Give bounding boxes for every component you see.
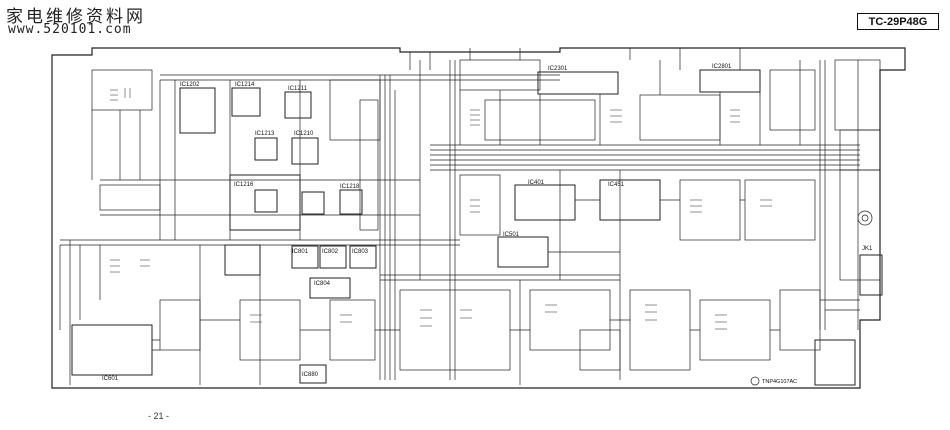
label-ic501: IC501 <box>503 232 520 238</box>
label-ic401: IC401 <box>528 180 545 186</box>
model-number-box: TC-29P48G <box>857 13 939 30</box>
label-ic880: IC880 <box>302 372 319 378</box>
label-ic2301: IC2301 <box>548 66 568 72</box>
label-jk1: JK1 <box>862 246 873 252</box>
label-ic601: IC601 <box>102 376 119 382</box>
label-ic803: IC803 <box>352 249 369 255</box>
label-ic1216: IC1216 <box>234 182 254 188</box>
label-ic1211: IC1211 <box>288 86 308 92</box>
label-ic1202: IC1202 <box>180 82 200 88</box>
label-ic1210: IC1210 <box>294 131 314 137</box>
watermark-chinese: 家电维修资料网 <box>6 7 146 27</box>
label-ic1213: IC1213 <box>255 131 275 137</box>
label-ic2801: IC2801 <box>712 64 732 70</box>
label-tnp-board: TNP4G107AC <box>762 379 797 385</box>
label-ic1214: IC1214 <box>235 82 255 88</box>
page-number: - 21 - <box>148 411 170 421</box>
label-ic451: IC451 <box>608 182 625 188</box>
label-ic1218: IC1218 <box>340 184 360 190</box>
label-ic801: IC801 <box>292 249 309 255</box>
label-ic804: IC804 <box>314 281 331 287</box>
label-ic802: IC802 <box>322 249 339 255</box>
watermark-url: www.520101.com <box>8 22 132 37</box>
